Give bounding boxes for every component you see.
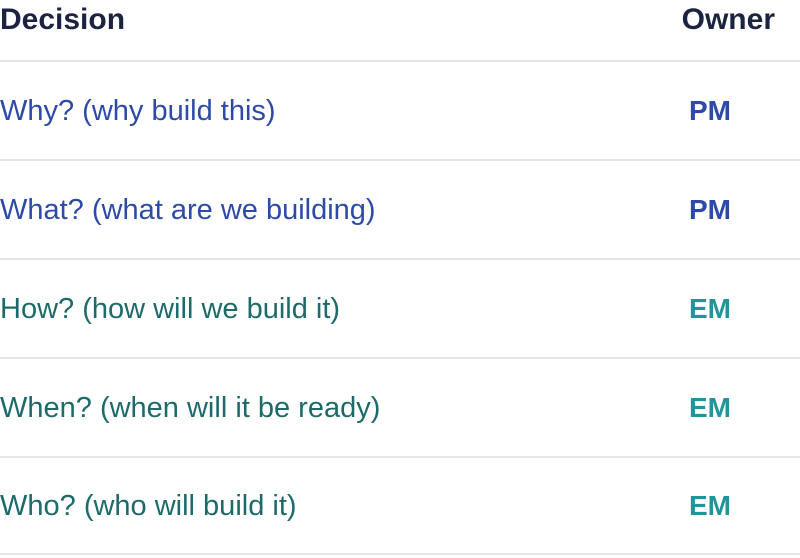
column-header-owner: Owner [681, 3, 775, 36]
table-row: How? (how will we build it) EM [0, 258, 800, 357]
decision-cell: Why? (why build this) [0, 94, 276, 127]
decision-cell: When? (when will it be ready) [0, 391, 381, 424]
owner-cell: EM [689, 489, 731, 521]
table-row: When? (when will it be ready) EM [0, 357, 800, 456]
table-row: What? (what are we building) PM [0, 159, 800, 258]
owner-cell: PM [689, 94, 731, 126]
decision-cell: What? (what are we building) [0, 193, 376, 226]
column-header-decision: Decision [0, 3, 126, 36]
owner-cell: PM [689, 193, 731, 225]
table-row: Why? (why build this) PM [0, 60, 800, 159]
table-row: Who? (who will build it) EM [0, 456, 800, 555]
table-header-row: Decision Owner [0, 0, 800, 40]
decision-cell: How? (how will we build it) [0, 292, 341, 325]
decision-cell: Who? (who will build it) [0, 489, 297, 522]
owner-cell: EM [689, 391, 731, 423]
owner-cell: EM [689, 292, 731, 324]
